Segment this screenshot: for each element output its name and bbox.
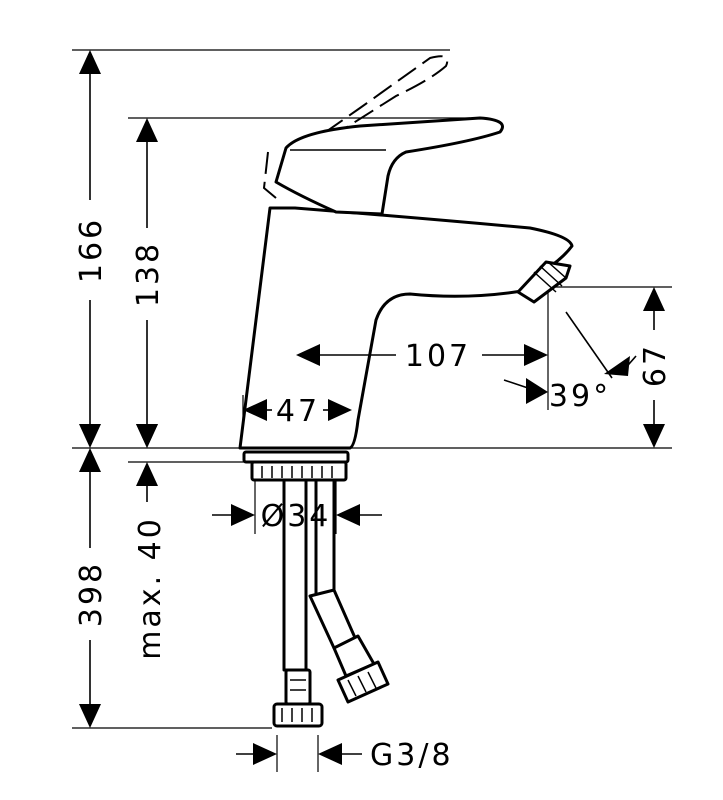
dim-label-bore-diameter: Ø34 [261, 499, 332, 534]
mounting-nut [242, 450, 350, 482]
dim-bore-diameter: Ø34 [212, 499, 382, 534]
dim-label-max-thickness: max. 40 [133, 516, 168, 660]
dim-label-spout-clearance: 67 [638, 343, 673, 387]
dim-label-base-width: 47 [276, 394, 320, 429]
dim-label-spout-reach: 107 [405, 339, 471, 374]
faucet-outline [238, 55, 574, 728]
dim-label-below-counter: 398 [74, 561, 109, 627]
extension-lines [72, 49, 672, 772]
lever-handle [274, 116, 504, 216]
dim-label-connection: G3/8 [370, 738, 454, 773]
dim-spout-clearance: 67 [638, 287, 673, 448]
dim-spout-angle: 39° [503, 311, 637, 414]
dim-label-spout-height: 138 [131, 241, 166, 307]
dim-below-counter: 398 [74, 448, 109, 728]
supply-hoses [272, 478, 390, 728]
dim-base-width: 47 [243, 394, 352, 429]
dim-connection: G3/8 [236, 738, 454, 773]
dim-max-thickness: max. 40 [133, 424, 168, 660]
aerator [516, 260, 572, 304]
dim-total-height: 166 [74, 50, 109, 448]
dim-label-spout-angle: 39° [549, 379, 611, 414]
dim-label-total-height: 166 [74, 217, 109, 283]
lever-raised-position [299, 55, 449, 151]
dim-spout-reach: 107 [296, 339, 548, 374]
dim-spout-height: 138 [131, 118, 166, 448]
